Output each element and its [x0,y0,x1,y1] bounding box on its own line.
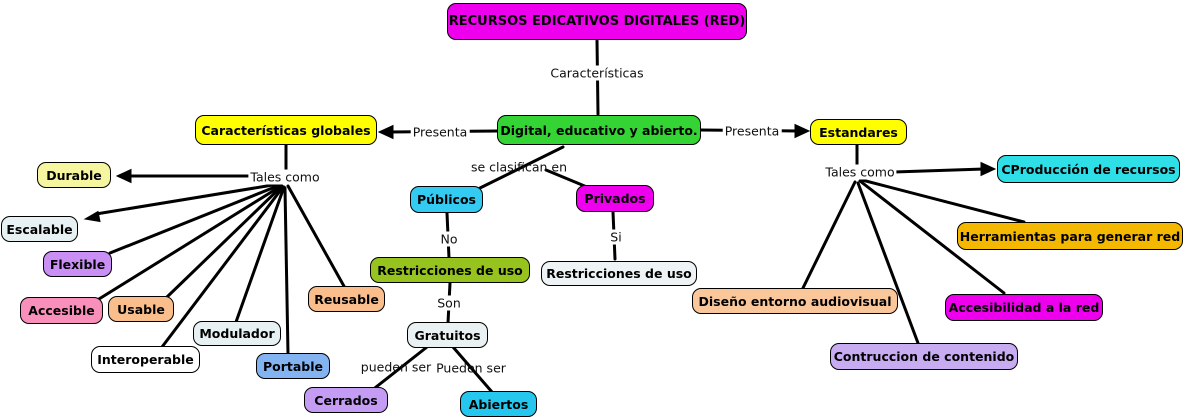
link-label-presenta-right[interactable]: Presenta [722,123,782,139]
link-label-caracteristicas[interactable]: Características [548,65,646,81]
node-accesibilidad-a-la-red[interactable]: Accesibilidad a la red [945,294,1103,321]
node-portable[interactable]: Portable [256,353,330,379]
node-estandares[interactable]: Estandares [810,119,907,145]
node-diseno-entorno-audiovisual[interactable]: Diseño entorno audiovisual [692,288,898,314]
connector-line [160,185,285,349]
node-publicos[interactable]: Públicos [410,186,483,213]
link-label-si[interactable]: Si [608,229,624,245]
node-escalable[interactable]: Escalable [1,216,78,242]
node-contruccion-de-contenido[interactable]: Contruccion de contenido [830,343,1018,370]
arrowhead-left [83,210,101,223]
arrowhead-left [115,168,132,184]
link-label-pueden-ser-2[interactable]: Pueden ser [436,360,506,376]
node-restricciones-de-uso-no[interactable]: Restricciones de uso [370,257,530,283]
connector-line [860,178,1026,224]
link-label-no[interactable]: No [438,231,460,247]
node-accesible[interactable]: Accesible [20,297,103,324]
node-titulo-red[interactable]: RECURSOS EDICATIVOS DIGITALES (RED) [447,3,747,40]
connector-line [892,167,986,174]
node-digital-educativo-abierto[interactable]: Digital, educativo y abierto. [497,115,701,145]
node-cproduccion-de-recursos[interactable]: CProducción de recursos [997,155,1180,183]
node-flexible[interactable]: Flexible [43,251,112,277]
connector-line [369,345,429,393]
node-durable[interactable]: Durable [37,162,111,188]
connector-line [97,184,283,301]
connector-line [856,181,920,345]
link-label-presenta-left[interactable]: Presenta [410,124,470,140]
link-label-pueden-ser-1[interactable]: pueden ser [360,359,432,375]
connector-line [283,186,290,356]
connector-line [478,145,565,190]
link-label-tales-como-right[interactable]: Tales como [823,164,897,180]
node-herramientas-para-generar-red[interactable]: Herramientas para generar red [957,222,1183,250]
node-gratuitos[interactable]: Gratuitos [407,322,488,348]
node-interoperable[interactable]: Interoperable [91,346,200,373]
node-usable[interactable]: Usable [108,296,174,322]
node-restricciones-de-uso-si[interactable]: Restricciones de uso [541,261,697,286]
link-label-tales-como-left[interactable]: Tales como [248,169,322,185]
connector-line [234,185,286,324]
link-label-se-clasifican[interactable]: se clasifican en [470,159,568,175]
node-modulador[interactable]: Modulador [193,321,281,346]
connector-line [858,179,1006,295]
connector-line [451,345,494,394]
connector-line [544,168,589,189]
node-reusable[interactable]: Reusable [308,286,385,312]
connector-line [108,183,282,255]
connector-line [165,184,284,299]
node-abiertos[interactable]: Abiertos [460,391,537,417]
arrowhead-right [794,123,811,139]
connector-line [94,182,281,216]
node-caracteristicas-globales[interactable]: Características globales [195,115,377,145]
node-privados[interactable]: Privados [576,185,654,212]
connector-line [286,184,347,290]
node-cerrados[interactable]: Cerrados [304,387,388,413]
arrowhead-left [377,124,394,140]
connector-line [801,180,857,290]
link-label-son[interactable]: Son [435,295,463,311]
arrowhead-right [980,161,997,177]
